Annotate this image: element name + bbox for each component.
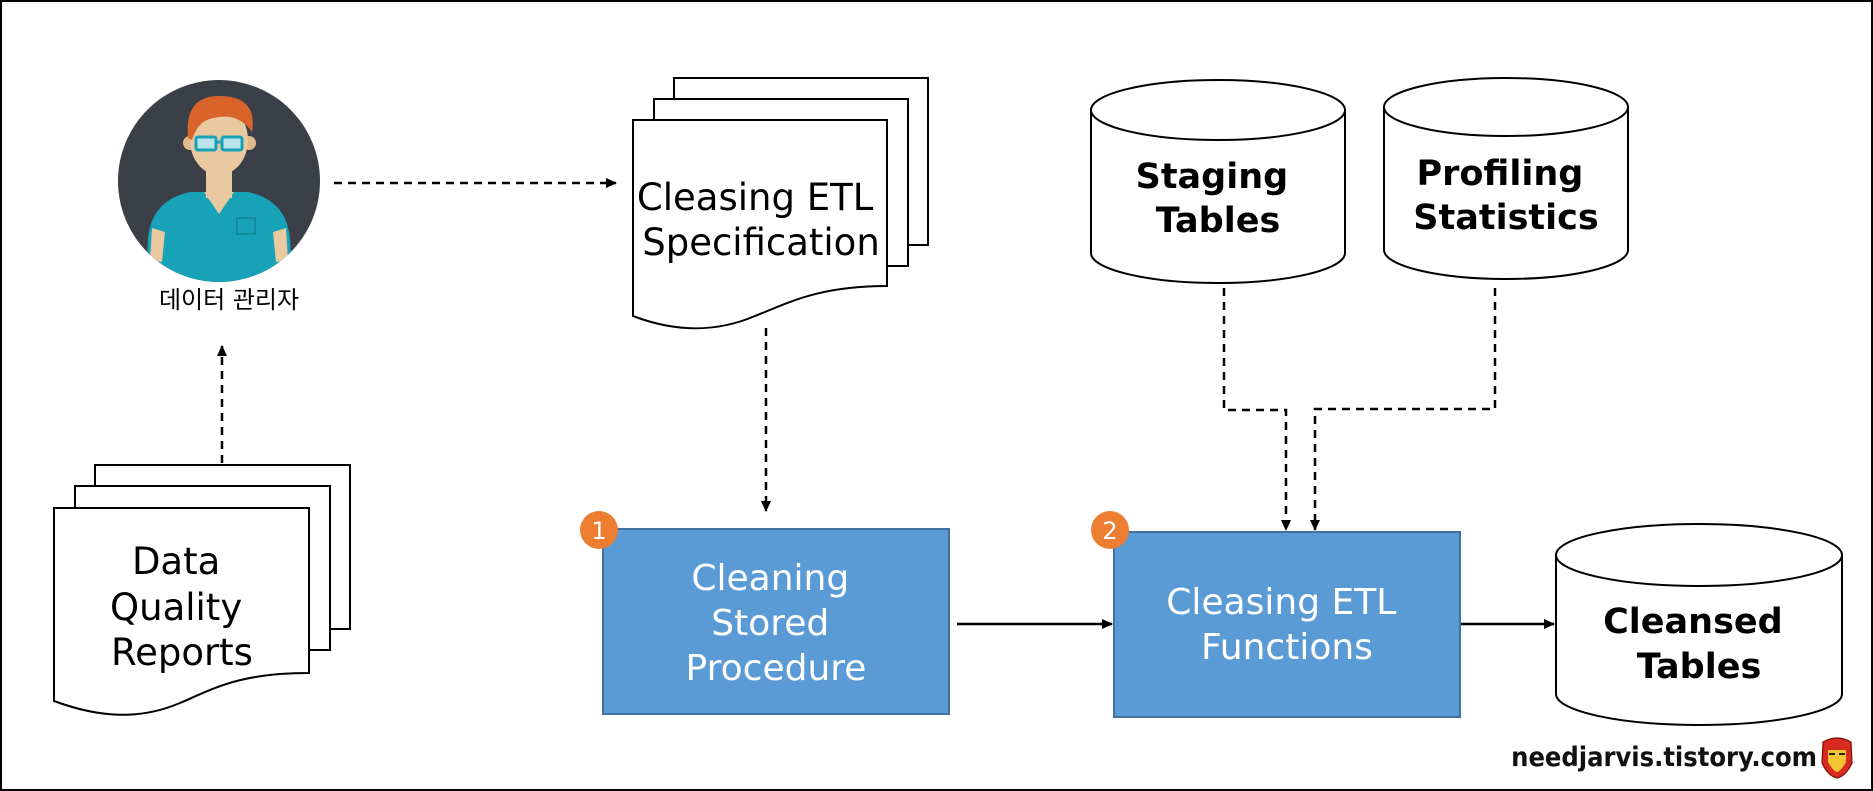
cleansed-line: Tables (1637, 647, 1762, 687)
svg-text:Profiling Statistics: Profiling Statistics (1413, 154, 1598, 238)
data-quality-reports-document: Data Quality Reports (53, 464, 351, 716)
reports-line: Quality (110, 586, 242, 629)
cleasing-etl-functions-box: Cleasing ETL Functions 2 (1091, 511, 1461, 718)
staging-tables-database: Staging Tables (1090, 79, 1346, 284)
svg-text:Cleansed Tables: Cleansed Tables (1603, 602, 1795, 687)
spec-line: Cleasing ETL (637, 176, 874, 219)
svg-text:Cleasing ETL Functions: Cleasing ETL Functions (1166, 582, 1407, 668)
staging-line: Staging (1136, 157, 1289, 197)
etl-specification-document: Cleasing ETL Specification (632, 77, 929, 330)
svg-text:Cleaning Stored Pr: Cleaning Stored Procedure (686, 558, 867, 689)
dashed-arrow-staging-to-functions (1222, 288, 1291, 531)
staging-line: Tables (1156, 201, 1281, 241)
reports-line: Reports (111, 631, 253, 674)
reports-line: Data (132, 540, 220, 583)
procedure-line: Stored (711, 603, 829, 644)
ironman-helmet-icon (1821, 737, 1853, 779)
cleansed-line: Cleansed (1603, 602, 1783, 642)
profiling-statistics-database: Profiling Statistics (1383, 77, 1629, 280)
profiling-line: Profiling (1416, 154, 1583, 194)
svg-text:Data Quality Repor: Data Quality Reports (110, 540, 254, 674)
person-with-glasses-icon (118, 80, 320, 282)
step-badge: 1 (580, 511, 618, 549)
data-manager: 데이터 관리자 (118, 80, 320, 314)
watermark-text: needjarvis.tistory.com (1511, 742, 1817, 773)
profiling-line: Statistics (1413, 198, 1598, 238)
step-badge-number: 2 (1102, 517, 1117, 545)
functions-line: Functions (1201, 627, 1373, 668)
svg-text:Cleasing ETL Specificati: Cleasing ETL Specification (637, 176, 885, 264)
procedure-line: Procedure (686, 648, 867, 689)
step-badge: 2 (1091, 511, 1129, 549)
procedure-line: Cleaning (691, 558, 849, 599)
dashed-arrow-profiling-to-functions (1310, 288, 1497, 531)
person-label: 데이터 관리자 (159, 286, 299, 314)
spec-line: Specification (642, 221, 880, 264)
watermark: needjarvis.tistory.com (1511, 737, 1853, 779)
connectors (217, 178, 1555, 629)
step-badge-number: 1 (591, 517, 606, 545)
cleansed-tables-database: Cleansed Tables (1555, 523, 1843, 726)
cleaning-stored-procedure-box: Cleaning Stored Procedure 1 (580, 511, 950, 715)
svg-text:Staging Tables: Staging Tables (1136, 157, 1301, 241)
functions-line: Cleasing ETL (1166, 582, 1396, 623)
